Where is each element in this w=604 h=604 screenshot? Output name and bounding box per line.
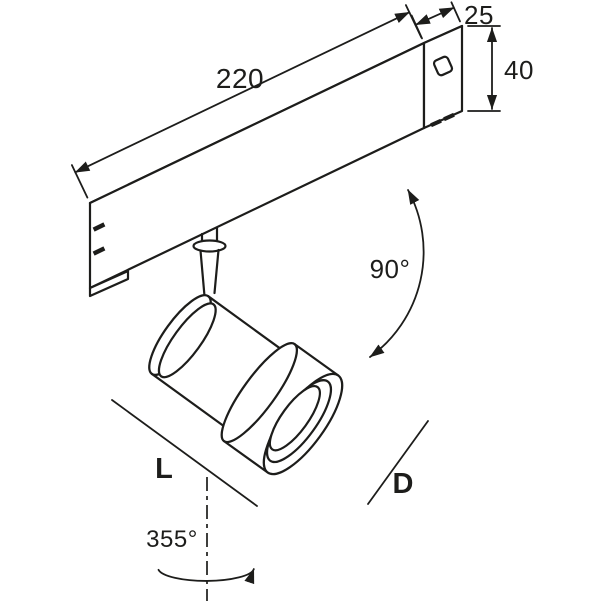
- diameter-reference-label: D: [393, 468, 414, 500]
- track-height-label: 40: [504, 55, 534, 85]
- track-connector-socket: [432, 55, 454, 77]
- track-depth-label: 25: [464, 0, 494, 30]
- track-end-face: [422, 24, 464, 130]
- rear-cap-ring: [157, 302, 217, 379]
- length-reference: L: [111, 399, 258, 507]
- extension-line: [410, 14, 423, 40]
- track-length-label: 220: [216, 63, 264, 94]
- track-bottom-lip: [88, 269, 130, 298]
- bezel-side-line: [222, 440, 269, 474]
- dimension-track-depth: 25: [410, 0, 494, 40]
- dimension-track-height: 40: [467, 25, 534, 112]
- contact-mark: [443, 112, 455, 122]
- extension-line: [450, 1, 461, 23]
- contact-mark: [92, 222, 106, 232]
- length-reference-line: [111, 399, 258, 507]
- dimension-line: [74, 11, 411, 174]
- tilt-arc-arrow: [369, 189, 425, 358]
- lens-ellipse: [268, 385, 321, 452]
- stem-flange: [192, 239, 227, 253]
- rotation-angle-label: 355°: [146, 526, 198, 553]
- rotation-arc-arrow: [157, 568, 255, 585]
- dimension-track-length: 220: [71, 4, 423, 199]
- dimension-line: [414, 6, 455, 26]
- spotlight-body: [148, 294, 344, 476]
- length-reference-label: L: [155, 453, 173, 485]
- contact-mark: [430, 118, 442, 128]
- rotation-angle-annotation: 355°: [146, 477, 255, 601]
- body-side-line: [150, 372, 233, 433]
- body-side-line: [207, 295, 289, 355]
- extension-line: [71, 164, 89, 199]
- bezel-side-line: [293, 343, 340, 377]
- diameter-reference: D: [367, 420, 429, 505]
- diameter-reference-line: [367, 420, 429, 505]
- pivot-stem: [192, 226, 227, 298]
- stem-sides: [199, 248, 220, 298]
- tilt-angle-label: 90°: [370, 254, 411, 284]
- track-contact-marks: [92, 112, 455, 256]
- contact-mark: [92, 246, 106, 256]
- tilt-angle-annotation: 90°: [369, 189, 425, 358]
